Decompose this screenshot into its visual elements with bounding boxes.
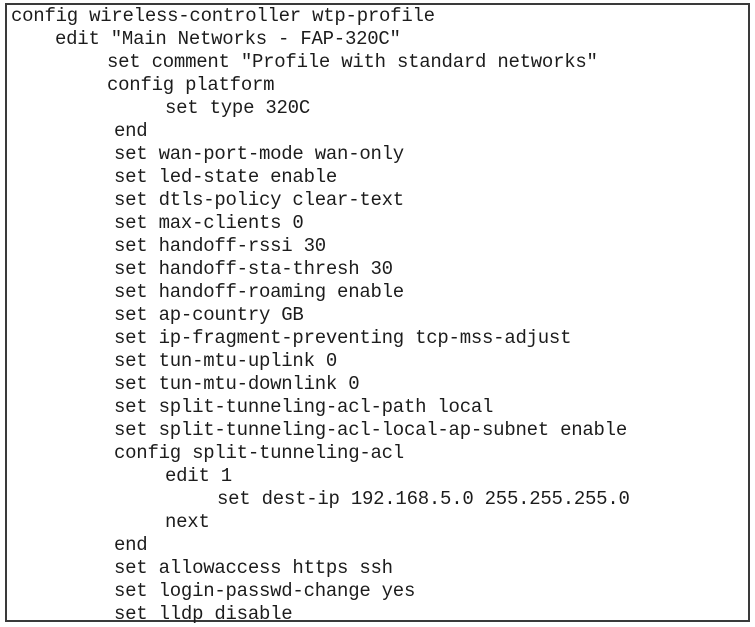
- config-line: set ap-country GB: [114, 304, 304, 326]
- config-line: config wireless-controller wtp-profile: [11, 5, 435, 27]
- config-line: set comment "Profile with standard netwo…: [107, 51, 598, 73]
- config-line: next: [165, 511, 210, 533]
- config-line: end: [114, 120, 148, 142]
- config-line: set split-tunneling-acl-path local: [114, 396, 494, 418]
- config-line: set login-passwd-change yes: [114, 580, 416, 602]
- config-line: set allowaccess https ssh: [114, 557, 393, 579]
- config-line: set handoff-sta-thresh 30: [114, 258, 393, 280]
- config-line: edit 1: [165, 465, 232, 487]
- config-line: edit "Main Networks - FAP-320C": [55, 28, 401, 50]
- config-line: set dest-ip 192.168.5.0 255.255.255.0: [217, 488, 630, 510]
- config-line: set lldp disable: [114, 603, 293, 625]
- config-line: set dtls-policy clear-text: [114, 189, 404, 211]
- config-line: set tun-mtu-downlink 0: [114, 373, 360, 395]
- config-line: set wan-port-mode wan-only: [114, 143, 404, 165]
- config-line: set type 320C: [165, 97, 310, 119]
- config-code-block: config wireless-controller wtp-profile e…: [5, 3, 750, 625]
- config-line: config platform: [107, 74, 275, 96]
- config-line: config split-tunneling-acl: [114, 442, 404, 464]
- config-line: set max-clients 0: [114, 212, 304, 234]
- config-line: set tun-mtu-uplink 0: [114, 350, 338, 372]
- config-line: set split-tunneling-acl-local-ap-subnet …: [114, 419, 627, 441]
- config-line: end: [114, 534, 148, 556]
- config-line: set ip-fragment-preventing tcp-mss-adjus…: [114, 327, 572, 349]
- config-line: set handoff-rssi 30: [114, 235, 326, 257]
- config-line: set led-state enable: [114, 166, 338, 188]
- config-line: set handoff-roaming enable: [114, 281, 404, 303]
